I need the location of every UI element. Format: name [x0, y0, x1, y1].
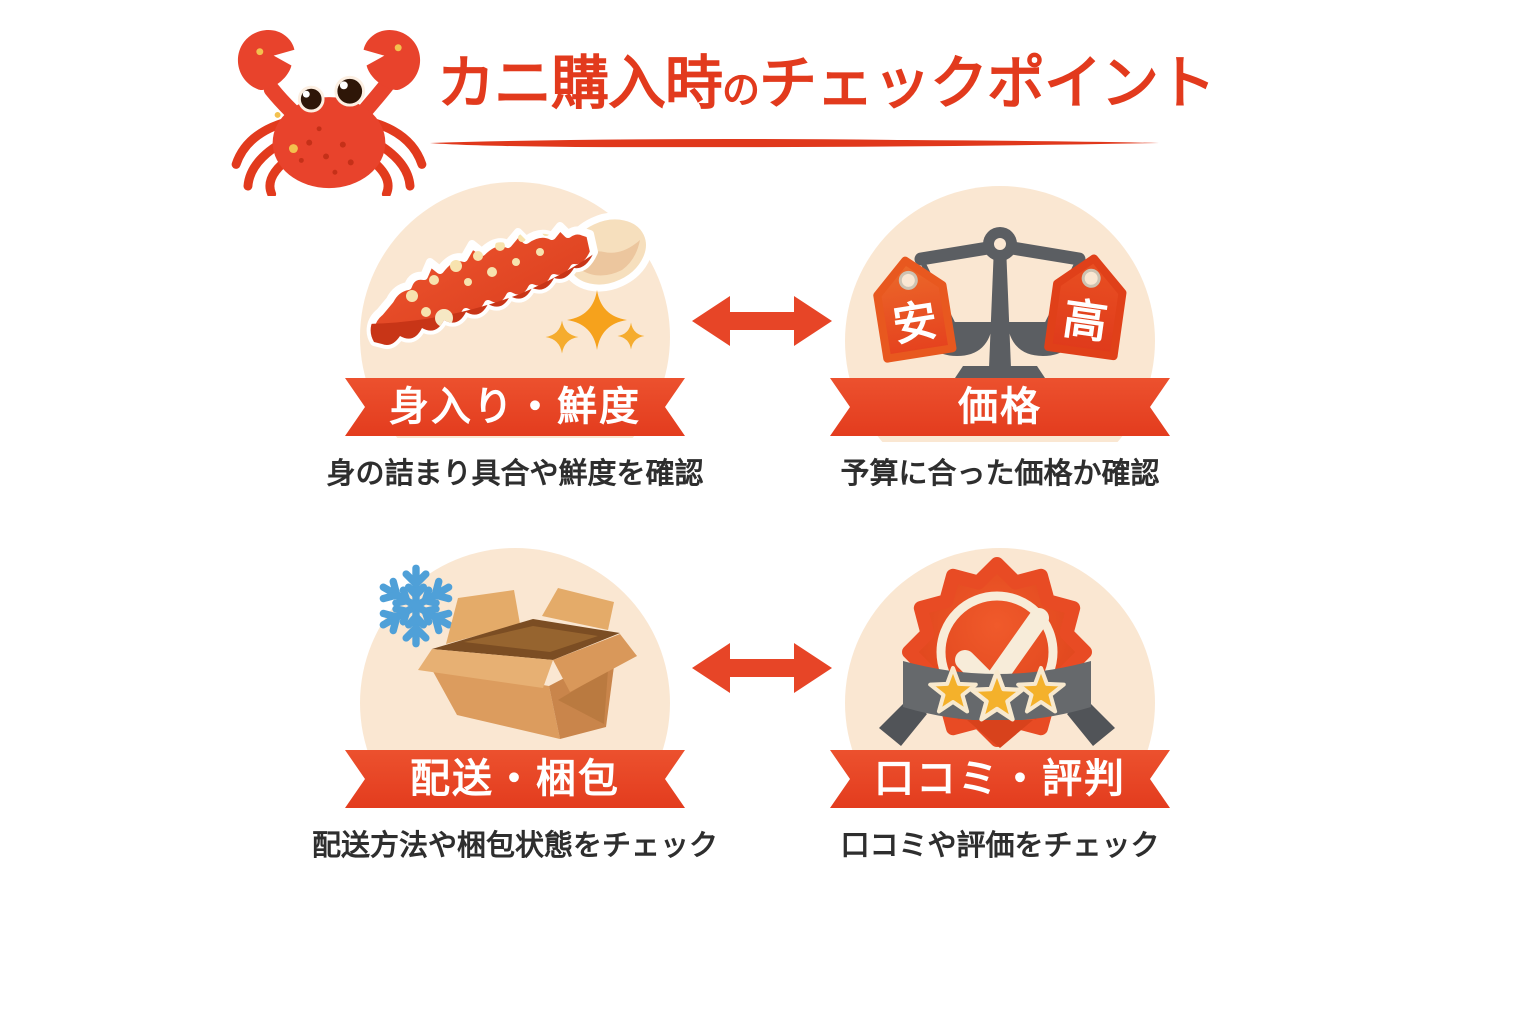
banner-label: 身入り・鮮度 — [389, 385, 641, 429]
price-tag-expensive-icon: 高 — [1044, 254, 1127, 361]
crab-icon — [231, 30, 427, 196]
topic-circle-shipping — [360, 548, 670, 804]
banner-price: 価格 — [830, 378, 1170, 436]
balance-scale-icon: 安 高 — [873, 227, 1127, 392]
banner-shipping: 配送・梱包 — [345, 750, 685, 808]
shipping-box-icon — [360, 548, 637, 739]
caption-shipping: 配送方法や梱包状態をチェック — [311, 830, 718, 862]
title-particle: の — [722, 70, 760, 112]
title-rest: チェックポイント — [759, 51, 1216, 116]
title-main: カニ購入時 — [437, 51, 723, 116]
double-arrow-icon — [692, 296, 832, 346]
sparkles-icon — [545, 290, 645, 354]
double-arrow-icon — [692, 643, 832, 693]
banner-label: 口コミ・評判 — [874, 757, 1126, 801]
caption-reviews: 口コミや評価をチェック — [840, 830, 1160, 862]
title-underline — [430, 139, 1159, 148]
banner-label: 価格 — [958, 385, 1042, 429]
banner-reviews: 口コミ・評判 — [830, 750, 1170, 808]
open-box — [418, 588, 637, 739]
award-badge-icon — [879, 557, 1115, 748]
banner-meat-freshness: 身入り・鮮度 — [345, 378, 685, 436]
page-title: カニ購入時のチェックポイント — [437, 51, 1216, 116]
price-tag-cheap-icon: 安 — [873, 256, 957, 363]
topic-circle-meat-freshness — [360, 182, 670, 438]
crab-leg-icon — [360, 212, 653, 354]
caption-price: 予算に合った価格か確認 — [840, 458, 1160, 490]
snowflake-icon — [378, 568, 453, 643]
banner-label: 配送・梱包 — [410, 757, 620, 801]
caption-meat-freshness: 身の詰まり具合や鮮度を確認 — [326, 458, 704, 490]
crab-leg-spots — [406, 228, 550, 317]
topic-circle-reviews — [845, 548, 1155, 804]
tag-label-cheap: 安 — [890, 296, 941, 351]
tag-label-expensive: 高 — [1060, 294, 1110, 349]
